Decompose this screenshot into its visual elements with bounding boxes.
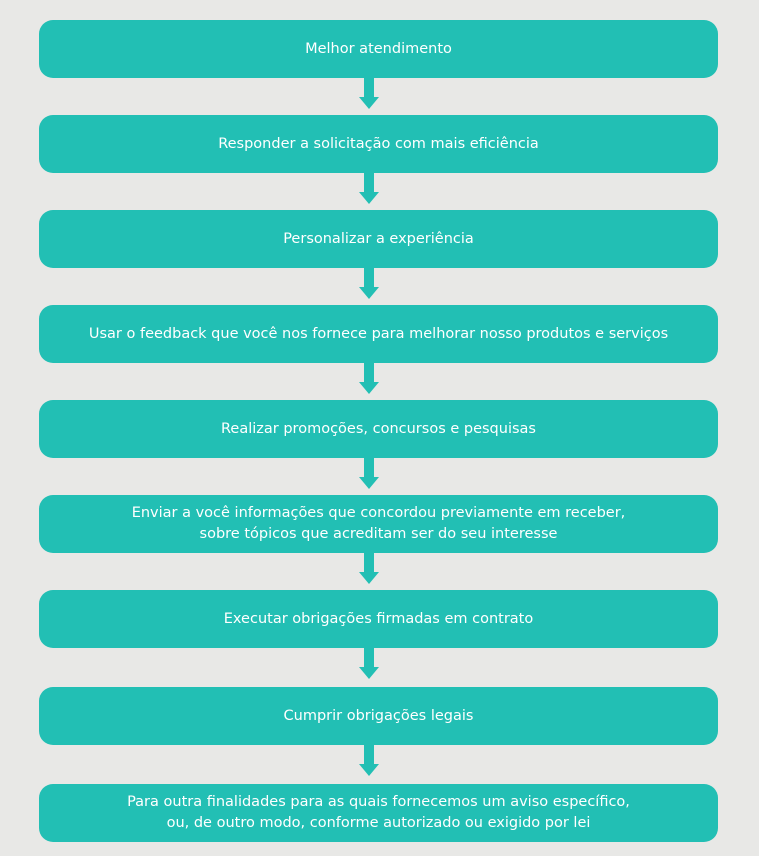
flow-step-label: Melhor atendimento [305, 40, 452, 57]
down-arrow-icon [359, 78, 379, 110]
flow-step-label: Responder a solicitação com mais eficiên… [218, 135, 539, 152]
down-arrow-icon [359, 363, 379, 395]
flow-step-cumprir-obrigacoes-legais: Cumprir obrigações legais [39, 687, 718, 745]
flow-step-realizar-promocoes: Realizar promoções, concursos e pesquisa… [39, 400, 718, 458]
flow-step-label: Cumprir obrigações legais [283, 707, 474, 724]
flow-step-outras-finalidades: Para outra finalidades para as quais for… [39, 784, 718, 842]
down-arrow-icon [359, 648, 379, 680]
flow-step-label: Executar obrigações firmadas em contrato [223, 610, 534, 627]
flow-step-executar-obrigacoes: Executar obrigações firmadas em contrato [39, 590, 718, 648]
flow-step-label: Realizar promoções, concursos e pesquisa… [221, 420, 536, 437]
down-arrow-icon [359, 173, 379, 205]
flow-step-label: Enviar a você informações que concordou … [131, 505, 626, 542]
flow-step-responder-solicitacao: Responder a solicitação com mais eficiên… [39, 115, 718, 173]
flow-step-usar-feedback: Usar o feedback que você nos fornece par… [39, 305, 718, 363]
flow-step-personalizar-experiencia: Personalizar a experiência [39, 210, 718, 268]
flow-step-label: Personalizar a experiência [283, 230, 474, 247]
flow-step-enviar-informacoes: Enviar a você informações que concordou … [39, 495, 718, 553]
flow-step-melhor-atendimento: Melhor atendimento [39, 20, 718, 78]
down-arrow-icon [359, 268, 379, 300]
down-arrow-icon [359, 745, 379, 777]
flow-step-label: Para outra finalidades para as quais for… [127, 794, 630, 831]
down-arrow-icon [359, 553, 379, 585]
down-arrow-icon [359, 458, 379, 490]
flow-step-label: Usar o feedback que você nos fornece par… [88, 325, 669, 342]
